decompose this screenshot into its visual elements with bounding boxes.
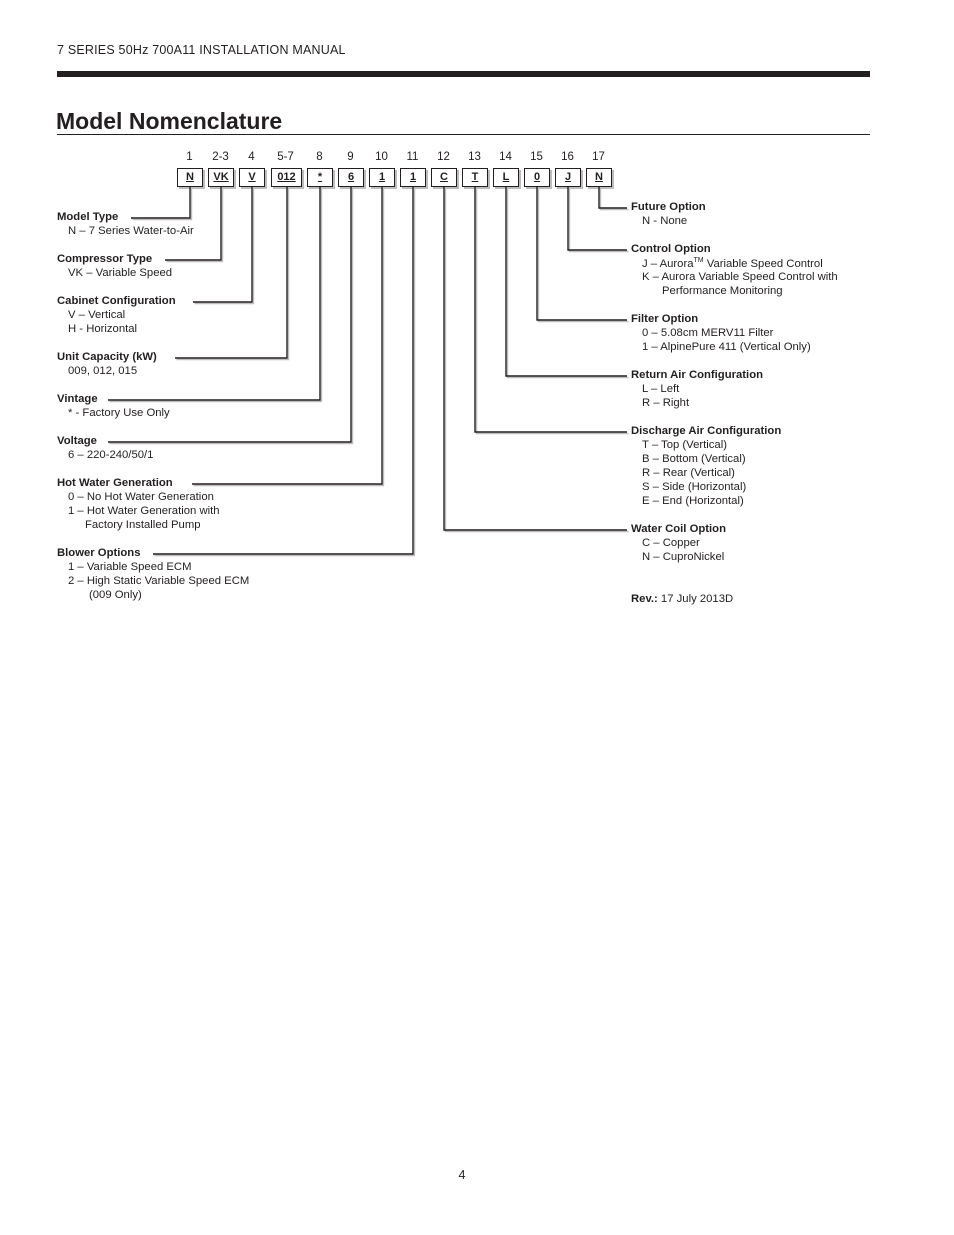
field-option: N – CuproNickel (642, 551, 725, 563)
field-option: 1 – Variable Speed ECM (68, 561, 192, 573)
position-number: 2-3 (212, 151, 229, 163)
field-label-compressor-type: Compressor Type (57, 253, 153, 265)
field-label-blower-options: Blower Options (57, 547, 141, 559)
code-box-future: N (586, 168, 612, 187)
field-option: V – Vertical (68, 309, 126, 321)
field-option: Factory Installed Pump (85, 519, 201, 531)
field-option-text: Variable Speed Control (703, 257, 823, 270)
position-number: 4 (248, 151, 255, 163)
page-title: Model Nomenclature (56, 108, 283, 134)
field-option: H - Horizontal (68, 323, 138, 335)
field-label-unit-capacity: Unit Capacity (kW) (57, 351, 157, 363)
field-option: 009, 012, 015 (68, 365, 138, 377)
code-box-water-coil: C (431, 168, 457, 187)
field-label-return-air: Return Air Configuration (631, 369, 763, 381)
field-option: N – 7 Series Water-to-Air (68, 225, 194, 237)
code-box-return-air: L (493, 168, 519, 187)
field-option: R – Right (642, 397, 690, 409)
running-header: 7 SERIES 50Hz 700A11 INSTALLATION MANUAL (57, 43, 346, 57)
field-option: 0 – No Hot Water Generation (68, 491, 214, 503)
revision-label: Rev.: (631, 593, 658, 605)
title-rule (57, 134, 870, 135)
position-number: 17 (592, 151, 605, 163)
page-number: 4 (458, 1168, 466, 1182)
field-label-control-option: Control Option (631, 243, 711, 255)
field-label-discharge-air: Discharge Air Configuration (631, 425, 782, 437)
position-number: 5-7 (277, 151, 294, 163)
field-option: R – Rear (Vertical) (642, 467, 735, 479)
field-label-filter-option: Filter Option (631, 313, 699, 325)
revision-date: 17 July 2013D (657, 593, 734, 605)
field-label-model-type: Model Type (57, 211, 119, 223)
position-number: 11 (406, 151, 419, 163)
field-option: Performance Monitoring (662, 285, 783, 297)
position-number: 10 (375, 151, 388, 163)
field-option: (009 Only) (89, 589, 142, 601)
field-label-hot-water-generation: Hot Water Generation (57, 477, 173, 489)
field-option: VK – Variable Speed (68, 267, 173, 279)
field-label-voltage: Voltage (57, 435, 97, 447)
field-label-water-coil: Water Coil Option (631, 523, 726, 535)
code-box-control: J (555, 168, 581, 187)
field-option: J – AuroraTM Variable Speed Control (642, 257, 823, 270)
trademark-superscript: TM (693, 257, 704, 264)
code-box-blower: 1 (400, 168, 426, 187)
position-number: 15 (530, 151, 543, 163)
position-number: 9 (347, 151, 354, 163)
field-option: K – Aurora Variable Speed Control with (642, 271, 838, 283)
position-number: 16 (561, 151, 574, 163)
revision-note: Rev.: 17 July 2013D (631, 593, 733, 605)
position-number: 13 (468, 151, 481, 163)
field-option: L – Left (642, 383, 680, 395)
position-number: 12 (437, 151, 450, 163)
field-label-future-option: Future Option (631, 201, 706, 213)
field-option: 6 – 220-240/50/1 (68, 449, 154, 461)
field-option: S – Side (Horizontal) (642, 481, 747, 493)
code-box-model-type: N (177, 168, 203, 187)
field-label-cabinet-configuration: Cabinet Configuration (57, 295, 176, 307)
field-option-text: J – Aurora (642, 257, 694, 270)
field-option: 2 – High Static Variable Speed ECM (68, 575, 250, 587)
field-option: 1 – Hot Water Generation with (68, 505, 220, 517)
field-option: T – Top (Vertical) (642, 439, 727, 451)
code-box-compressor-type: VK (208, 168, 234, 187)
code-box-vintage: * (307, 168, 333, 187)
code-box-capacity: 012 (271, 168, 302, 187)
code-box-hot-water: 1 (369, 168, 395, 187)
position-number: 1 (186, 151, 193, 163)
position-number: 8 (316, 151, 323, 163)
position-number: 14 (499, 151, 512, 163)
header-rule (57, 71, 870, 77)
code-box-voltage: 6 (338, 168, 364, 187)
field-option: * - Factory Use Only (68, 407, 170, 419)
code-box-discharge: T (462, 168, 488, 187)
field-option: C – Copper (642, 537, 700, 549)
code-box-cabinet: V (239, 168, 265, 187)
field-label-vintage: Vintage (57, 393, 98, 405)
field-option: 1 – AlpinePure 411 (Vertical Only) (642, 341, 811, 353)
code-box-filter: 0 (524, 168, 550, 187)
field-option: E – End (Horizontal) (642, 495, 744, 507)
field-option: N - None (642, 215, 688, 227)
field-option: 0 – 5.08cm MERV11 Filter (642, 327, 774, 339)
field-option: B – Bottom (Vertical) (642, 453, 746, 465)
